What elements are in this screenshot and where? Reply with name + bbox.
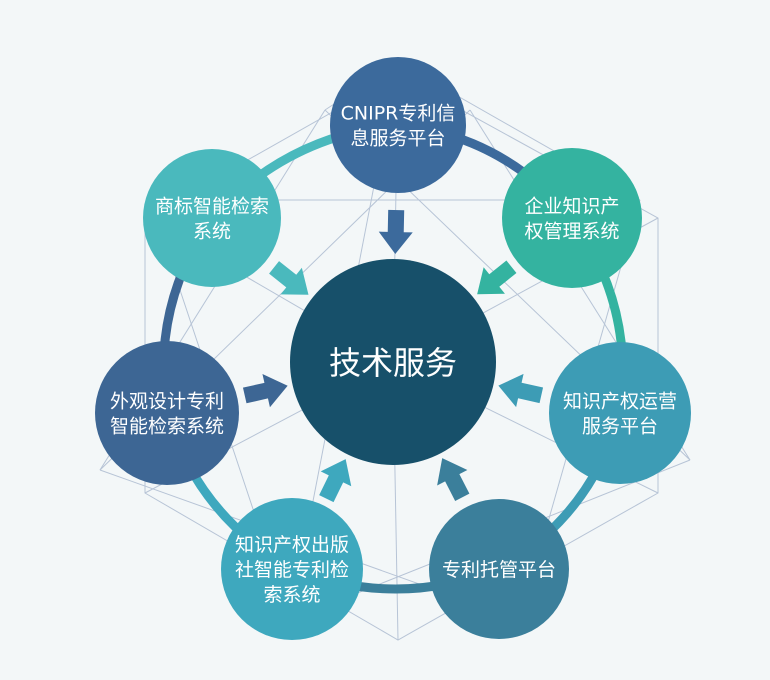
arrow-icon [242,374,288,408]
center-node: 技术服务 [290,259,496,465]
service-node-label: 社智能专利检 [235,559,349,581]
service-node-label: 息服务平台 [350,128,445,150]
service-node-circle [330,57,466,193]
service-node-label: 企业知识产 [524,196,619,218]
service-node-label: 系统 [193,221,231,243]
service-node: 专利托管平台 [429,499,569,639]
service-node-circle [429,499,569,639]
service-node-label: 索系统 [263,584,320,606]
service-node-circle [95,341,239,485]
center-label: 技术服务 [329,344,457,382]
service-node-label: 智能检索系统 [110,416,224,438]
service-node-label: 知识产权运营 [563,391,677,413]
arrow-icon [378,209,413,255]
arrow-icon [437,458,470,501]
service-node-label: 服务平台 [582,416,658,438]
service-node-label: 外观设计专利 [110,391,224,413]
arrow-icon [477,260,517,295]
center-circle [290,259,496,465]
service-node-circle [549,342,691,484]
arrow-icon [498,373,544,408]
service-node-label: 商标智能检索 [155,196,269,218]
service-node-label: 权管理系统 [524,221,619,243]
arrows-group [242,209,544,503]
service-node-circle [221,498,363,640]
service-node-circle [502,148,642,288]
arrow-icon [319,459,352,503]
service-node-label: 专利托管平台 [442,559,556,581]
service-node-circle [143,149,281,287]
arrow-icon [269,261,309,295]
service-node-label: 知识产权出版 [235,534,349,556]
service-node-label: CNIPR专利信 [341,103,456,125]
